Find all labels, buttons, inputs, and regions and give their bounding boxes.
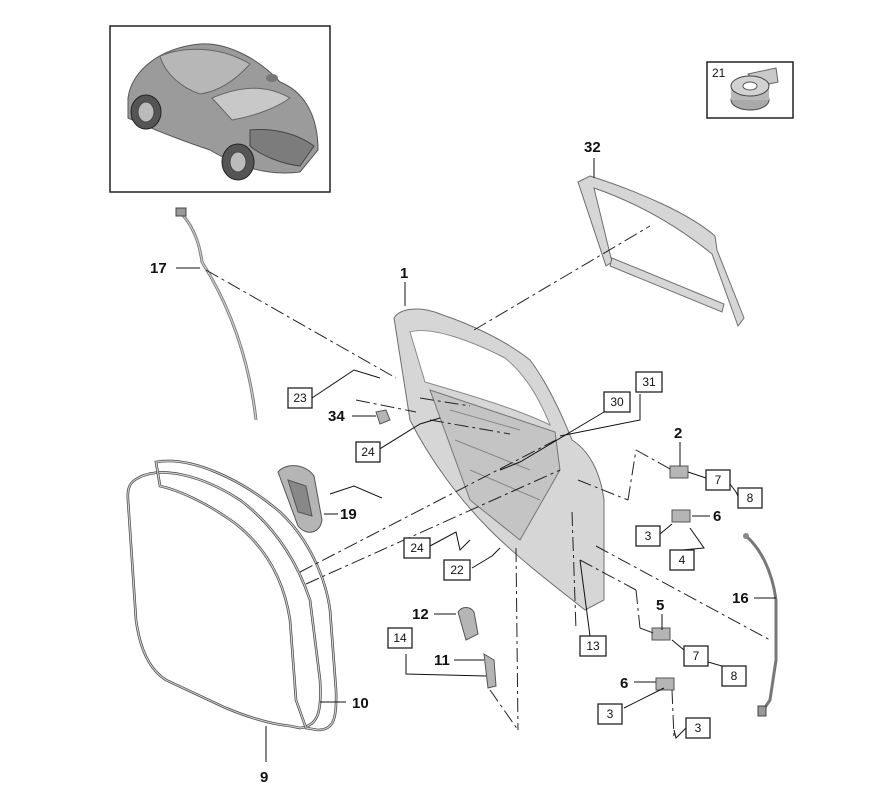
box-30: 30 xyxy=(603,391,631,413)
tape-inset: 21 xyxy=(706,61,794,119)
rod-11-part xyxy=(483,653,497,689)
callout-6-lower: 6 xyxy=(620,675,628,692)
actuator-12-part xyxy=(457,607,479,641)
svg-text:3: 3 xyxy=(645,529,652,543)
clip-34-part xyxy=(375,409,391,425)
box-3-lower-right: 3 xyxy=(685,717,711,739)
handle-bezel-part xyxy=(277,465,323,533)
door-shell-part xyxy=(393,308,605,611)
svg-text:23: 23 xyxy=(293,391,307,405)
boxed-callouts: 23 31 30 24 7 8 3 4 xyxy=(287,371,763,739)
svg-text:8: 8 xyxy=(747,491,754,505)
box-3-upper: 3 xyxy=(635,525,661,547)
box-22: 22 xyxy=(443,559,471,581)
box-7-upper: 7 xyxy=(705,469,731,491)
svg-text:31: 31 xyxy=(642,375,656,389)
callout-19: 19 xyxy=(340,506,357,523)
callout-1: 1 xyxy=(400,265,408,282)
svg-text:7: 7 xyxy=(715,473,722,487)
wire-harness-part xyxy=(175,207,258,421)
svg-text:30: 30 xyxy=(610,395,624,409)
box-23: 23 xyxy=(287,387,313,409)
callout-10: 10 xyxy=(352,695,369,712)
box-8-lower: 8 xyxy=(721,665,747,687)
hinge-lower-part xyxy=(651,627,675,691)
callout-12: 12 xyxy=(412,606,429,623)
svg-text:3: 3 xyxy=(607,707,614,721)
car-inset xyxy=(109,25,331,193)
svg-text:24: 24 xyxy=(410,541,424,555)
svg-text:7: 7 xyxy=(693,649,700,663)
callout-17: 17 xyxy=(150,260,167,277)
svg-text:24: 24 xyxy=(361,445,375,459)
window-frame-part xyxy=(577,175,745,328)
check-strap-part xyxy=(743,533,778,717)
callout-2: 2 xyxy=(674,425,682,442)
box-13: 13 xyxy=(579,635,607,657)
hinge-upper-part xyxy=(669,465,691,523)
callout-16: 16 xyxy=(732,590,749,607)
box-4: 4 xyxy=(669,549,695,571)
bold-callouts: 32 1 17 34 2 6 19 5 16 12 11 6 10 9 xyxy=(150,139,749,786)
callout-34: 34 xyxy=(328,408,345,425)
box-7-lower: 7 xyxy=(683,645,709,667)
box-24-upper: 24 xyxy=(355,441,381,463)
box-3-lower-left: 3 xyxy=(597,703,623,725)
car-overview-icon xyxy=(127,43,319,181)
callout-11: 11 xyxy=(434,652,450,669)
guide-lines xyxy=(205,225,771,739)
tape-roll-icon xyxy=(730,67,779,111)
callout-32: 32 xyxy=(584,139,601,156)
label-21: 21 xyxy=(712,66,726,80)
svg-text:8: 8 xyxy=(731,669,738,683)
door-seal-inner-part xyxy=(154,459,338,732)
svg-text:4: 4 xyxy=(679,553,686,567)
box-31: 31 xyxy=(635,371,663,393)
callout-5: 5 xyxy=(656,597,664,614)
svg-text:13: 13 xyxy=(586,639,600,653)
door-seal-outer-part xyxy=(126,471,322,730)
svg-text:22: 22 xyxy=(450,563,464,577)
box-8-upper: 8 xyxy=(737,487,763,509)
callout-9: 9 xyxy=(260,769,268,786)
box-14: 14 xyxy=(387,627,413,649)
box-24-lower: 24 xyxy=(403,537,431,559)
svg-text:14: 14 xyxy=(393,631,407,645)
callout-6-upper: 6 xyxy=(713,508,721,525)
svg-text:3: 3 xyxy=(695,721,702,735)
